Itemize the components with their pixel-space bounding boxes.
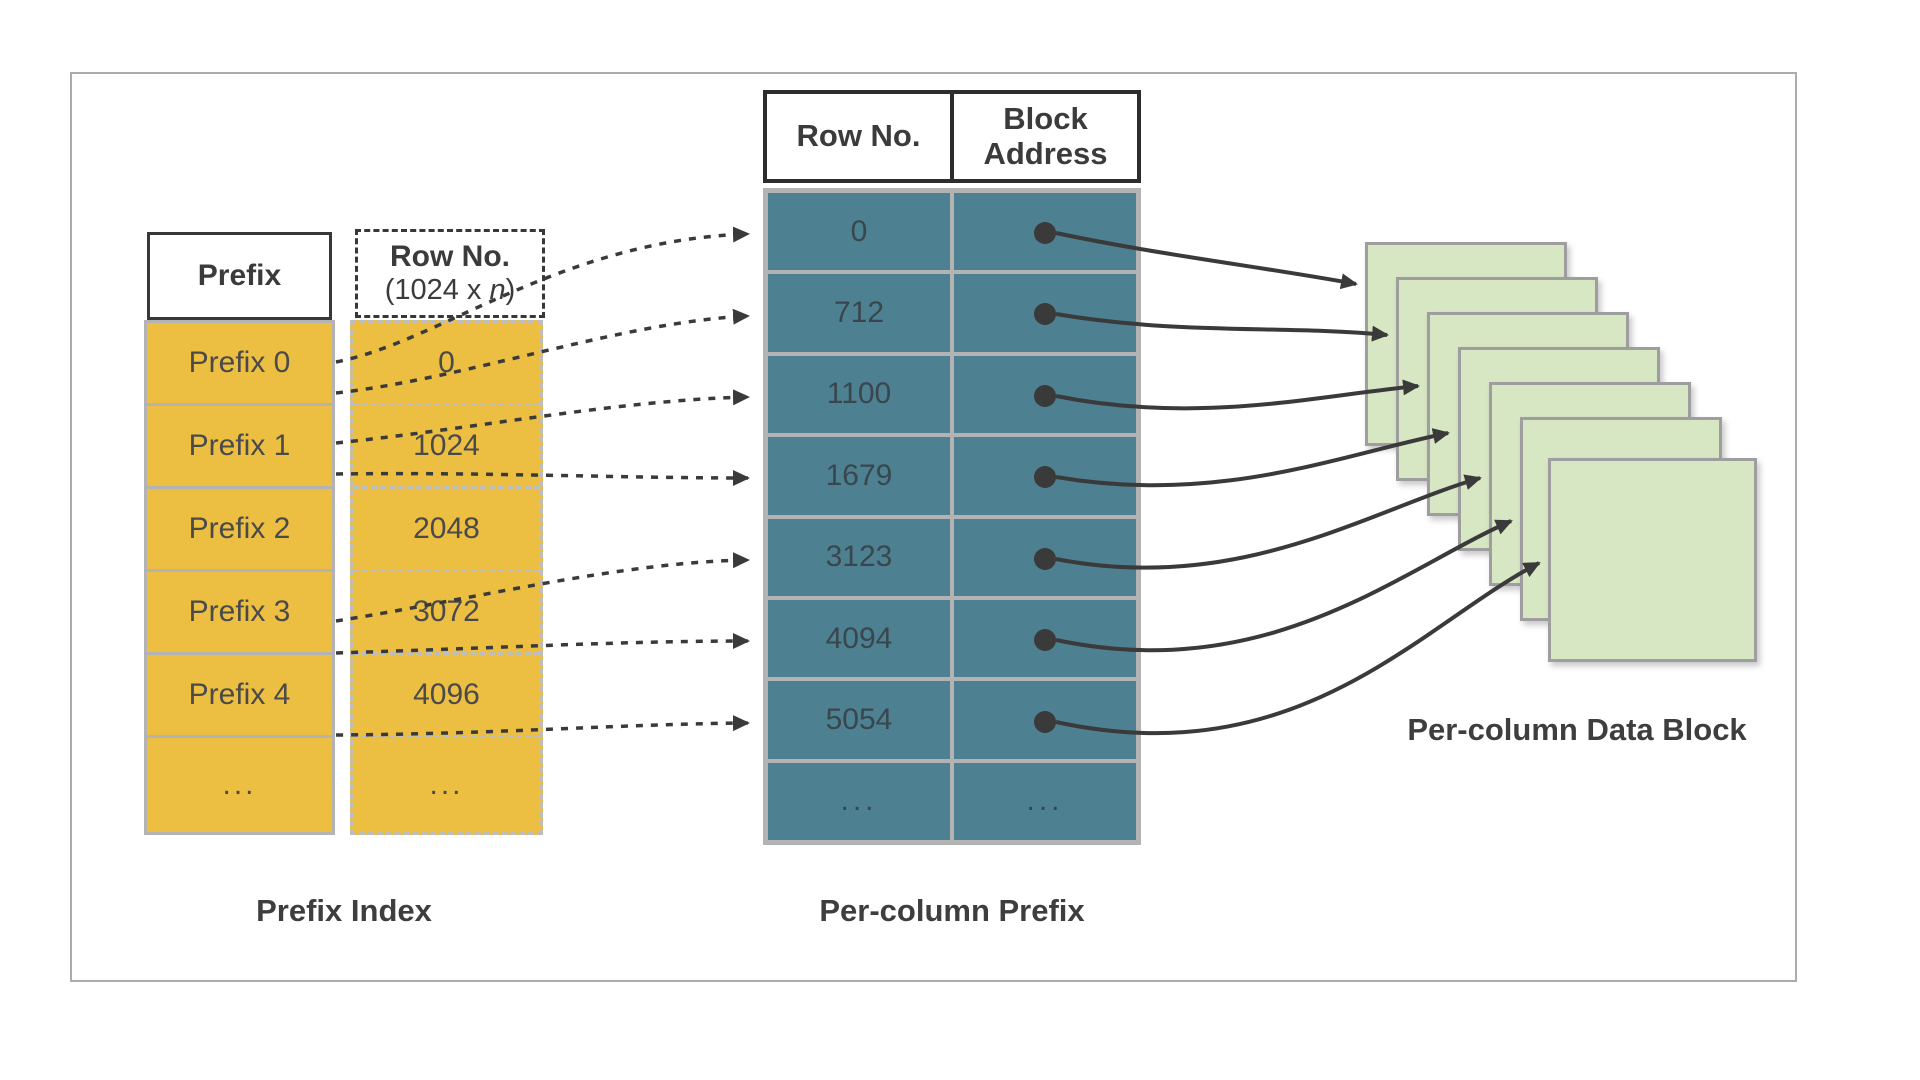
rowno-cell: 0 [438, 346, 455, 379]
table-block-address [954, 437, 1136, 515]
prefix-cell: Prefix 4 [147, 652, 332, 735]
table-block-address-ellipsis: ... [954, 762, 1136, 840]
data-block-front [1548, 458, 1757, 662]
block-address-table-header: Block Address [983, 101, 1108, 171]
per-column-prefix-caption: Per-column Prefix [819, 893, 1085, 928]
prefix-index-caption: Prefix Index [256, 893, 432, 928]
table-row-no: 1679 [768, 437, 950, 515]
rowno-column-header: Row No. (1024 x n) [355, 229, 545, 318]
rowno-cell: 2048 [353, 486, 540, 569]
data-block-caption: Per-column Data Block [1407, 712, 1747, 747]
table-row-no-ellipsis: ... [768, 762, 950, 840]
prefix-column-header: Prefix [147, 232, 332, 320]
prefix-index-column: Prefix 0 Prefix 1 Prefix 2 Prefix 3 Pref… [144, 320, 335, 835]
table-row-no: 712 [768, 274, 950, 352]
rowno-table-header: Row No. [767, 94, 954, 179]
rowno-cell: 4096 [353, 652, 540, 735]
prefix-cell-ellipsis: ... [147, 735, 332, 832]
table-row-no: 4094 [768, 599, 950, 678]
prefix-header-label: Prefix [197, 259, 282, 292]
table-block-address [954, 681, 1136, 759]
table-row-no: 0 [768, 193, 950, 271]
rowno-header-line1: Row No. [390, 239, 510, 273]
prefix-rowno-column: 0 1024 2048 3072 4096 ... [350, 320, 543, 835]
rowno-cell: 1024 [353, 403, 540, 486]
prefix-cell: Prefix 1 [147, 403, 332, 486]
table-block-address [954, 274, 1136, 352]
table-block-address [954, 599, 1136, 678]
per-column-prefix-header: Row No. Block Address [763, 90, 1141, 183]
table-block-address [954, 193, 1136, 271]
table-row-no: 3123 [768, 518, 950, 596]
table-block-address [954, 355, 1136, 434]
prefix-cell: Prefix 0 [188, 346, 291, 379]
prefix-cell: Prefix 2 [147, 486, 332, 569]
per-column-prefix-table: 0 712 1100 1679 3123 4094 5054 ... ... [763, 188, 1141, 845]
rowno-cell: 3072 [353, 569, 540, 652]
rowno-cell-ellipsis: ... [353, 735, 540, 832]
table-row-no: 1100 [768, 355, 950, 434]
rowno-header-line2: (1024 x n) [384, 274, 516, 307]
table-row-no: 5054 [768, 681, 950, 759]
prefix-cell: Prefix 3 [147, 569, 332, 652]
table-block-address [954, 518, 1136, 596]
